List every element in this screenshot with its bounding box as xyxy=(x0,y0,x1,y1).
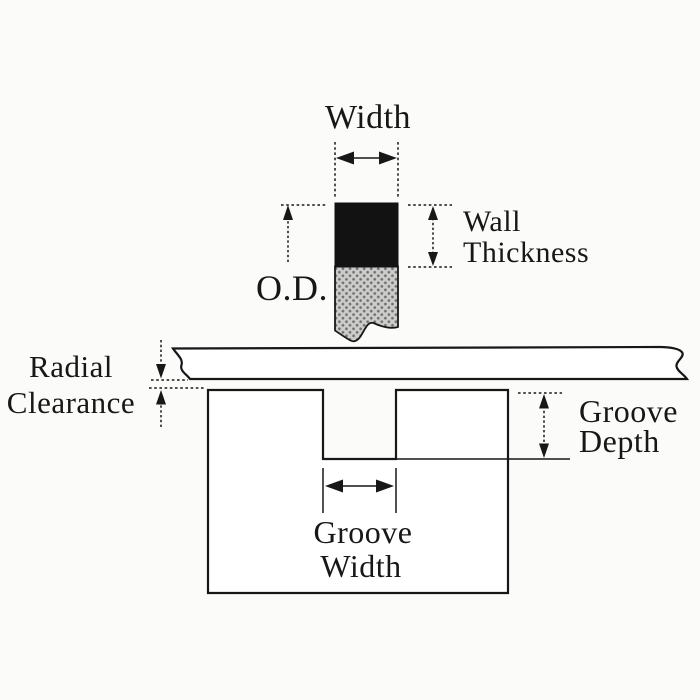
wall-thickness-dimension-arrow xyxy=(428,206,438,266)
groove-width-label-line1: Groove xyxy=(313,514,413,550)
clearance-surface-band xyxy=(170,345,690,381)
groove-width-dimension-arrow xyxy=(325,479,394,493)
wall-thickness-label-line2: Thickness xyxy=(463,236,590,269)
groove-depth-label-line1: Groove xyxy=(579,393,678,429)
width-label: Width xyxy=(324,99,412,136)
width-dimension-arrow xyxy=(336,151,397,165)
radial-clearance-label-line2: Clearance xyxy=(6,385,136,420)
radial-clearance-arrows xyxy=(156,340,166,427)
od-label: O.D. xyxy=(256,268,328,308)
oring-solid-section xyxy=(334,202,399,268)
groove-block xyxy=(206,388,510,595)
wall-thickness-label-line1: Wall xyxy=(463,205,521,238)
oring-shaded-section xyxy=(334,265,399,343)
groove-width-label-line2: Width xyxy=(320,548,402,584)
groove-depth-dimension-arrow xyxy=(539,394,549,458)
groove-depth-label-line2: Depth xyxy=(579,423,660,459)
od-dimension-arrow xyxy=(283,205,293,262)
radial-clearance-label-line1: Radial xyxy=(29,349,113,384)
